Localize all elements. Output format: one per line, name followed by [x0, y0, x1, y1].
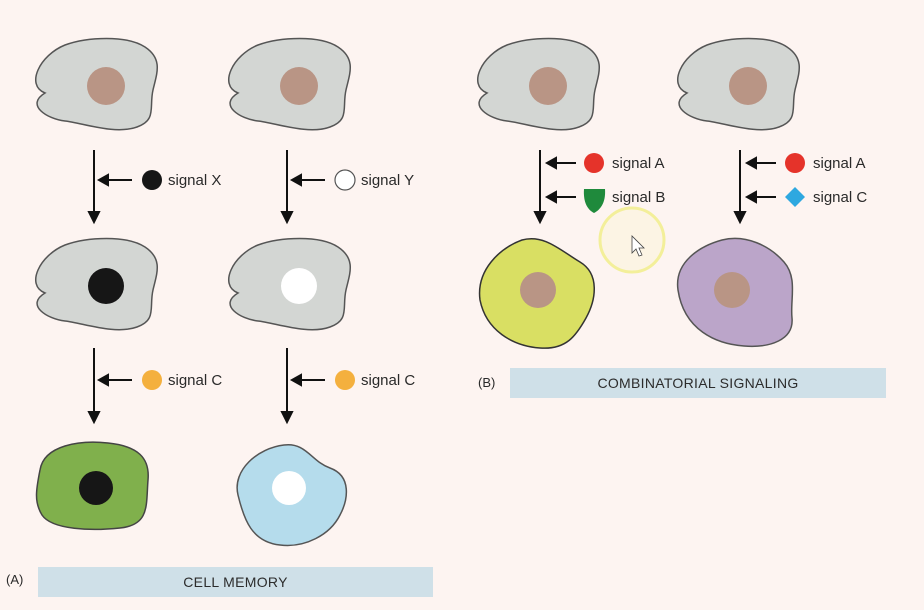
arrow-a-right-1: [280, 150, 325, 225]
nucleus-brown: [520, 272, 556, 308]
arrow-b-left: [533, 150, 576, 225]
nucleus-black: [79, 471, 113, 505]
signal-y-dot: [334, 169, 356, 191]
signal-c-label-b: signal C: [813, 189, 867, 206]
cell-a-left-final-green: [35, 441, 149, 531]
nucleus-brown: [529, 67, 567, 105]
cell-b-right-initial: [676, 37, 801, 131]
signal-c-label-left: signal C: [168, 372, 222, 389]
panel-a-title-bar: CELL MEMORY: [38, 567, 433, 597]
cell-b-left-final-yellow: [478, 238, 595, 349]
panel-b-tag: (B): [478, 375, 496, 390]
cell-a-right-marked: [227, 237, 352, 331]
signal-c-diamond-icon: [785, 187, 805, 207]
arrow-a-left-1: [87, 150, 132, 225]
nucleus-white: [281, 268, 317, 304]
signal-a-dot-left: [584, 153, 604, 173]
panel-b-title-bar: COMBINATORIAL SIGNALING: [510, 368, 886, 398]
nucleus-brown: [280, 67, 318, 105]
nucleus-brown: [729, 67, 767, 105]
nucleus-white: [272, 471, 306, 505]
signal-x-label: signal X: [168, 172, 221, 189]
signal-c-dot-right: [335, 370, 355, 390]
signal-c-dot-left: [142, 370, 162, 390]
cell-b-left-initial: [476, 37, 601, 131]
arrow-b-right: [733, 150, 776, 225]
signal-x-dot: [142, 170, 162, 190]
signal-a-label-left: signal A: [612, 155, 665, 172]
signal-b-shield-icon: [583, 189, 606, 213]
signal-c-label-right: signal C: [361, 372, 415, 389]
nucleus-black: [88, 268, 124, 304]
nucleus-brown: [714, 272, 750, 308]
nucleus-brown: [87, 67, 125, 105]
mouse-cursor-icon: [631, 235, 645, 257]
cell-a-left-marked: [34, 237, 159, 331]
signal-a-dot-right: [785, 153, 805, 173]
arrow-a-left-2: [87, 348, 132, 425]
panel-a-tag: (A): [6, 572, 24, 587]
cell-a-right-final-blue: [236, 444, 348, 547]
signal-b-label-left: signal B: [612, 189, 665, 206]
cell-a-right-initial: [227, 37, 352, 131]
cell-b-right-final-purple: [676, 237, 794, 348]
signal-a-label-right: signal A: [813, 155, 866, 172]
signal-y-label: signal Y: [361, 172, 414, 189]
cell-a-left-initial: [34, 37, 159, 131]
arrow-a-right-2: [280, 348, 325, 425]
